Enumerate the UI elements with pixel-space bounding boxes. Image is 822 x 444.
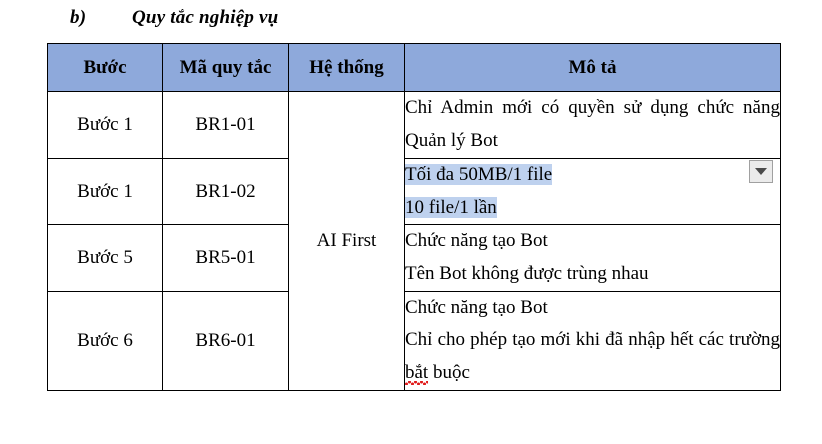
description-line: Chỉ Admin mới có quyền sử dụng chức năng… [405, 97, 780, 151]
description-line: Chức năng tạo Bot [405, 296, 548, 318]
cell-description-selected: Tối đa 50MB/1 file 10 file/1 lần [404, 157, 781, 226]
cell-description: Chỉ Admin mới có quyền sử dụng chức năng… [404, 91, 781, 159]
cell-step: Bước 6 [47, 290, 163, 391]
selected-text: 10 file/1 lần [405, 196, 497, 218]
section-heading: b) Quy tắc nghiệp vụ [70, 7, 278, 29]
column-header-step: Bước [47, 43, 163, 92]
business-rules-table: Bước Mã quy tắc Hệ thống Mô tả Bước 1 BR… [47, 43, 781, 391]
spellcheck-underline: bắt [405, 362, 429, 384]
table-row: Bước 5 BR5-01 Chức năng tạo Bot Tên Bot … [47, 224, 781, 292]
selected-text: Tối đa 50MB/1 file [405, 164, 553, 185]
column-header-description: Mô tả [404, 43, 781, 92]
cell-system-merged: AI First [288, 91, 405, 391]
table-header-row: Bước Mã quy tắc Hệ thống Mô tả [47, 43, 781, 92]
cell-code: BR6-01 [162, 290, 289, 391]
triangle-glyph [755, 168, 767, 175]
description-line: Tối đa 50MB/1 file [405, 159, 780, 192]
cell-step: Bước 1 [47, 157, 163, 226]
page-title: Quy tắc nghiệp vụ [132, 7, 279, 28]
description-line: Tên Bot không được trùng nhau [405, 263, 649, 285]
cell-step: Bước 1 [47, 91, 163, 159]
column-header-code: Mã quy tắc [162, 43, 289, 92]
section-label: b) [70, 7, 87, 28]
chevron-down-icon[interactable] [749, 160, 773, 183]
table-row: Bước 1 BR1-02 Tối đa 50MB/1 file 10 file… [47, 157, 781, 226]
cell-description: Chức năng tạo Bot Chỉ cho phép tạo mới k… [404, 290, 781, 391]
cell-code: BR1-01 [162, 91, 289, 159]
table-row: Bước 6 BR6-01 Chức năng tạo Bot Chỉ cho … [47, 290, 781, 391]
column-header-system: Hệ thống [288, 43, 405, 92]
cell-description: Chức năng tạo Bot Tên Bot không được trù… [404, 224, 781, 292]
description-line-misspelled: Chỉ cho phép tạo mới khi đã nhập hết các… [405, 329, 780, 384]
table-row: Bước 1 BR1-01 AI First Chỉ Admin mới có … [47, 91, 781, 391]
description-line: Chức năng tạo Bot [405, 230, 548, 252]
cell-code: BR1-02 [162, 157, 289, 226]
cell-code: BR5-01 [162, 224, 289, 292]
description-line: 10 file/1 lần [405, 192, 780, 225]
cell-step: Bước 5 [47, 224, 163, 292]
